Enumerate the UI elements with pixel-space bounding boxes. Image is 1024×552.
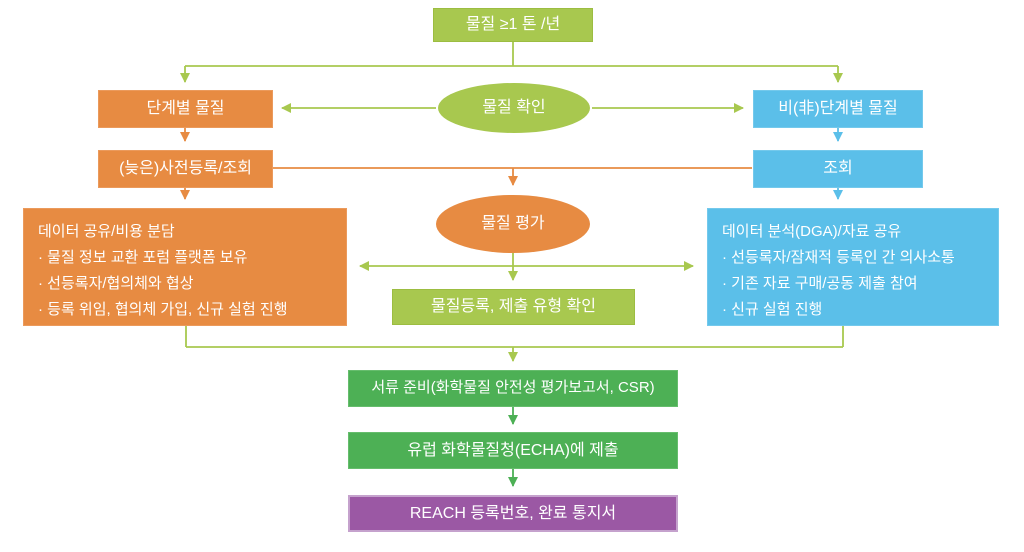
data-sharing-bullet: · 물질 정보 교환 포럼 플랫폼 보유 <box>38 249 248 266</box>
node-late-preregistration: (늦은)사전등록/조회 <box>98 150 273 188</box>
node-echa-submission: 유럽 화학물질청(ECHA)에 제출 <box>348 432 678 469</box>
node-data-sharing-cost: 데이터 공유/비용 분담 · 물질 정보 교환 포럼 플랫폼 보유 · 선등록자… <box>23 208 347 326</box>
node-reach-registration-number: REACH 등록번호, 완료 통지서 <box>348 495 678 532</box>
node-dossier-preparation: 서류 준비(화학물질 안전성 평가보고서, CSR) <box>348 370 678 407</box>
data-sharing-bullet: · 선등록자/협의체와 협상 <box>38 275 194 292</box>
node-non-phase-in-substance: 비(非)단계별 물질 <box>753 90 923 128</box>
node-inquiry: 조회 <box>753 150 923 188</box>
data-analysis-bullet: · 기존 자료 구매/공동 제출 참여 <box>722 275 918 292</box>
node-substance-identification: 물질 확인 <box>438 83 590 133</box>
node-data-analysis-sharing: 데이터 분석(DGA)/자료 공유 · 선등록자/잠재적 등록인 간 의사소통 … <box>707 208 999 326</box>
data-analysis-title: 데이터 분석(DGA)/자료 공유 <box>722 223 902 240</box>
node-registration-submission-type: 물질등록, 제출 유형 확인 <box>392 289 635 325</box>
node-substance-evaluation: 물질 평가 <box>436 195 590 253</box>
data-sharing-bullet: · 등록 위임, 협의체 가입, 신규 실험 진행 <box>38 301 288 318</box>
data-analysis-bullet: · 선등록자/잠재적 등록인 간 의사소통 <box>722 249 955 266</box>
data-sharing-title: 데이터 공유/비용 분담 <box>38 223 175 240</box>
node-tonnage-threshold: 물질 ≥1 톤 /년 <box>433 8 593 42</box>
node-phase-in-substance: 단계별 물질 <box>98 90 273 128</box>
data-analysis-bullet: · 신규 실험 진행 <box>722 301 823 318</box>
